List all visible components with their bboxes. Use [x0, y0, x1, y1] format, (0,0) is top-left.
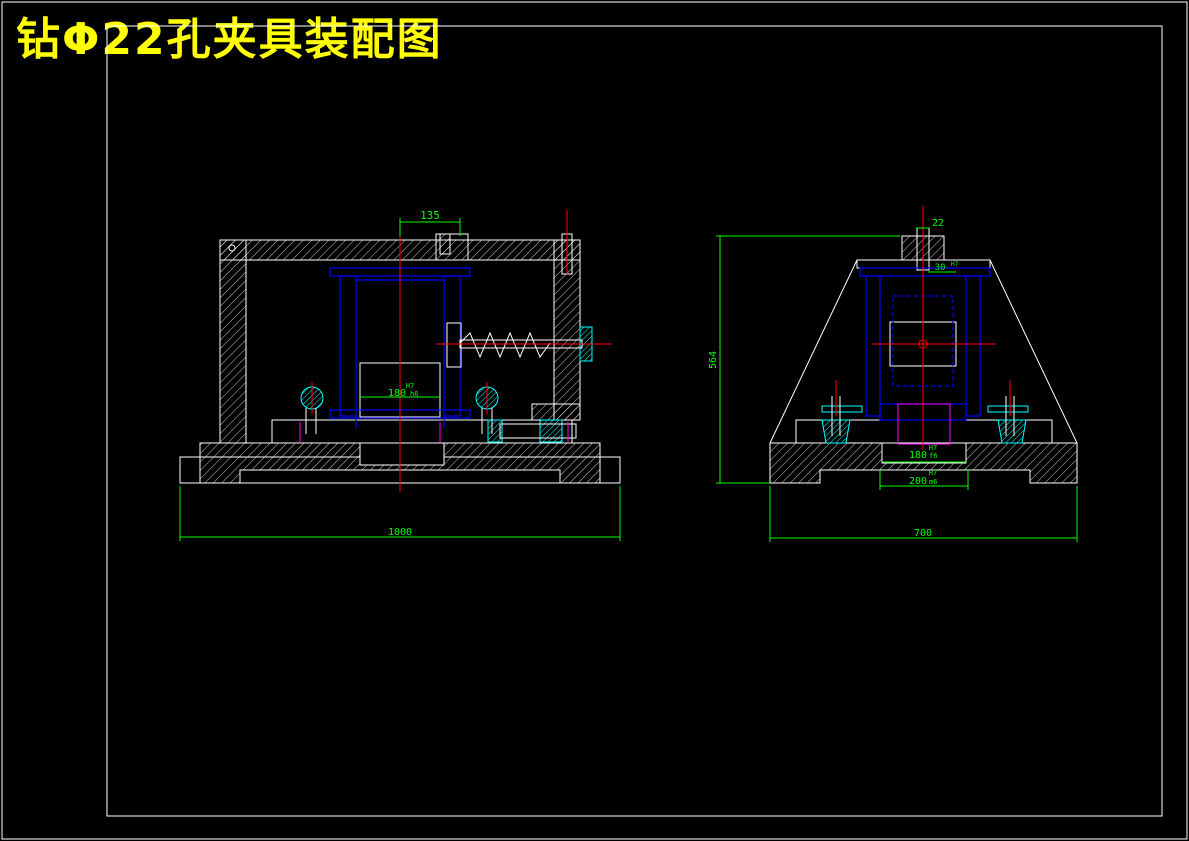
- side-drill-target: [918, 339, 928, 349]
- front-dim-top: 135: [420, 209, 440, 222]
- side-clamp-left: [821, 419, 851, 444]
- front-dimension-lines: [179, 218, 621, 541]
- drawing-title: 钻Φ22孔夹具装配图: [16, 14, 443, 65]
- front-compression-spring: [459, 331, 551, 359]
- side-fit2-lower: m6: [929, 478, 937, 486]
- side-fit1-upper: H7: [929, 444, 937, 452]
- side-dimension-lines: [716, 227, 1078, 542]
- side-fit2-value: 200: [909, 476, 927, 487]
- front-right-block: [531, 403, 581, 421]
- side-magenta-parts: [897, 403, 951, 445]
- front-drill-bushing: [435, 233, 469, 261]
- side-dim-pin: 30: [935, 263, 946, 273]
- side-dim-overall: 700: [914, 528, 932, 539]
- side-dim-pin-fit: H7: [951, 261, 959, 268]
- side-centerlines: [835, 206, 1011, 450]
- front-fit-lower: h6: [410, 390, 418, 398]
- front-dim-overall: 1000: [388, 527, 412, 538]
- side-clamp-right: [997, 419, 1027, 444]
- side-fit1-lower: f6: [929, 452, 937, 460]
- side-blue-parts: [859, 267, 991, 421]
- side-dim-top: 22: [932, 218, 944, 229]
- side-bolts: [831, 396, 1015, 436]
- front-screw-hole: [228, 244, 236, 252]
- side-fit1-value: 180: [909, 450, 927, 461]
- front-magenta-marks: [299, 422, 569, 442]
- front-centerlines: [311, 210, 612, 492]
- front-base-slot: [359, 442, 445, 466]
- side-fixtures: [821, 405, 1029, 444]
- front-fit-value: 180: [388, 388, 406, 399]
- side-fit2-upper: H7: [929, 469, 937, 477]
- front-fit-upper: H7: [406, 382, 414, 390]
- inner-frame: [106, 25, 1163, 817]
- front-left-wall: [219, 239, 247, 444]
- front-support-plate: [271, 419, 573, 444]
- side-dim-height: 564: [708, 351, 719, 369]
